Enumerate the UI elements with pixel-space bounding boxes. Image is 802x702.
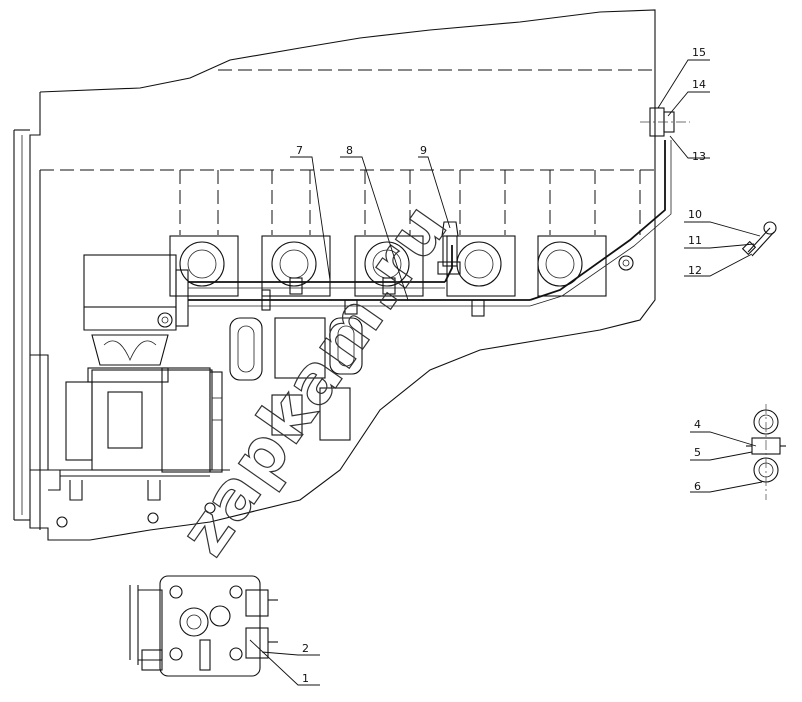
bracket-13-15 — [640, 107, 690, 137]
callout-9: 9 — [420, 144, 427, 157]
callout-15: 15 — [692, 46, 706, 59]
engine-block-outline — [13, 9, 656, 541]
callout-5: 5 — [694, 446, 701, 459]
callout-13: 13 — [692, 150, 706, 163]
callout-1: 1 — [302, 672, 309, 685]
detail-1-2 — [129, 575, 278, 677]
leader-lines — [249, 59, 763, 686]
callout-2: 2 — [302, 642, 309, 655]
callout-8: 8 — [346, 144, 353, 157]
callout-labels: 15 14 13 7 8 9 10 11 12 4 5 6 2 1 — [296, 46, 706, 685]
block-bosses — [56, 317, 363, 528]
detail-10-12 — [741, 221, 777, 257]
fitting-9 — [437, 221, 461, 275]
callout-7: 7 — [296, 144, 303, 157]
callout-6: 6 — [694, 480, 701, 493]
cylinder-heads — [169, 235, 607, 297]
callout-14: 14 — [692, 78, 706, 91]
fuel-lines — [188, 140, 672, 317]
callout-4: 4 — [694, 418, 701, 431]
callout-11: 11 — [688, 234, 702, 247]
callout-10: 10 — [688, 208, 702, 221]
detail-4-6 — [746, 404, 786, 500]
fuel-pump-assembly — [60, 254, 230, 477]
cylinder-bays — [179, 170, 641, 235]
callout-12: 12 — [688, 264, 702, 277]
